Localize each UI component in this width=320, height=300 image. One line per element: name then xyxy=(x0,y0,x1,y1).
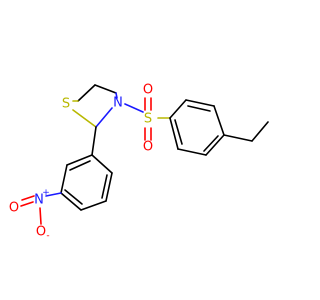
nitro-group xyxy=(20,192,62,225)
bond-ar-nitro xyxy=(45,192,62,197)
bond-c2-aryl xyxy=(91,126,97,156)
atom-sulfonyl-sulfur: S xyxy=(144,112,152,127)
bond-c4-c5 xyxy=(77,84,96,102)
bond-ar6 xyxy=(169,117,179,150)
bond-ethyl-1 xyxy=(223,134,253,142)
bond-ar2 xyxy=(185,99,215,107)
bond-np4 xyxy=(60,192,82,211)
bond-c3-n3 xyxy=(115,92,118,99)
bond-np2 xyxy=(105,172,113,202)
sulfonyl-group xyxy=(144,97,171,141)
bond-np3 xyxy=(80,200,107,211)
nitrophenyl-ring xyxy=(60,154,113,211)
atom-nitro-nitrogen: N xyxy=(34,193,44,208)
bond-c2-n3 xyxy=(95,107,113,128)
bond-np6 xyxy=(66,154,93,166)
bond-no-left-b xyxy=(21,195,35,201)
bond-ar4 xyxy=(205,134,225,156)
bond-no-bottom xyxy=(39,207,42,225)
bond-n3-sulfonyl xyxy=(124,103,144,113)
bond-np1 xyxy=(91,154,113,174)
atom-nitro-oxygen-bottom: O xyxy=(36,225,46,240)
bond-np2-inner xyxy=(101,174,108,199)
atom-ring-nitrogen: N xyxy=(113,96,123,111)
thiazolidine-ring xyxy=(72,84,118,128)
bond-ar3 xyxy=(213,105,225,136)
bond-np4-inner xyxy=(64,189,83,205)
bond-ar6-inner xyxy=(174,119,183,145)
atom-nitro-oxygen-charge: - xyxy=(46,231,49,241)
bond-ar2-inner xyxy=(187,105,211,112)
atom-nitro-nitrogen-charge: + xyxy=(42,188,50,198)
bond-np6-inner xyxy=(69,160,91,171)
bond-s1-c2 xyxy=(72,109,97,128)
bond-ar4-inner xyxy=(203,135,219,152)
bond-ethyl-2 xyxy=(251,121,269,142)
molecule-diagram: S N S O O N + O O - xyxy=(9,83,269,241)
atom-ring-sulfur: S xyxy=(62,97,70,112)
structure-svg: S N S O O N + O O - xyxy=(9,83,269,241)
atom-sulfonyl-oxygen-bottom: O xyxy=(143,140,153,155)
ethylphenyl-ring xyxy=(169,99,225,156)
bond-ar1 xyxy=(169,99,187,119)
bond-no-left-a xyxy=(20,201,34,207)
bond-np5 xyxy=(60,164,68,194)
bond-c4-c3 xyxy=(94,84,117,94)
bond-ar5 xyxy=(177,148,207,156)
ethyl-group xyxy=(223,121,269,142)
atom-nitro-oxygen-left: O xyxy=(9,201,19,216)
atom-sulfonyl-oxygen-top: O xyxy=(143,83,153,98)
